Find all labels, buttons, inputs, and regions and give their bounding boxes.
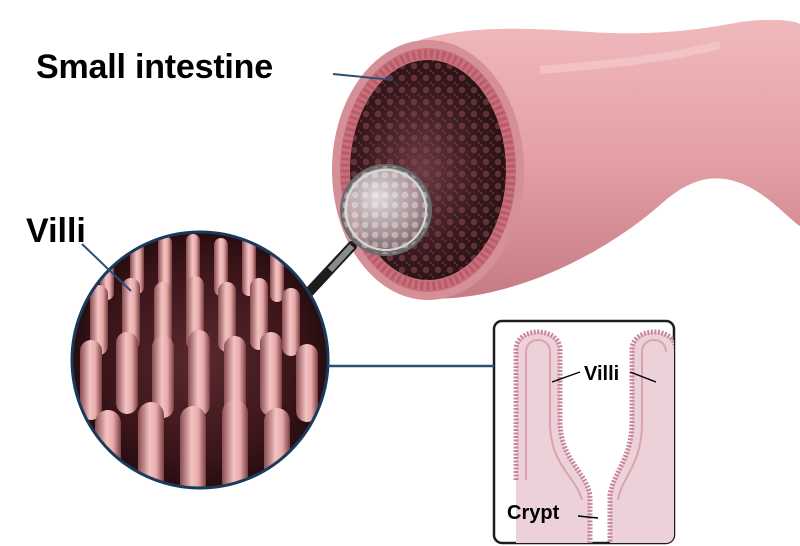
crypt-label: Crypt <box>507 502 560 524</box>
small-intestine-label: Small intestine <box>36 48 273 86</box>
villi-magnified-view <box>70 230 330 490</box>
villi-label: Villi <box>26 212 86 250</box>
villi-pointer-right <box>629 371 657 383</box>
inset-villi-label: Villi <box>584 363 620 385</box>
small-intestine-leader-line <box>332 73 394 81</box>
villi-leader-line <box>81 243 132 292</box>
crypt-pointer <box>577 515 599 519</box>
villi-crypt-inset <box>492 319 676 545</box>
villi-pointer-left <box>551 371 581 383</box>
magnified-circle-border <box>70 230 330 490</box>
villi-tissue-section <box>516 332 674 543</box>
villi-projections <box>80 232 318 488</box>
magnifying-glass-icon <box>280 164 432 323</box>
small-intestine-illustration <box>332 19 800 300</box>
